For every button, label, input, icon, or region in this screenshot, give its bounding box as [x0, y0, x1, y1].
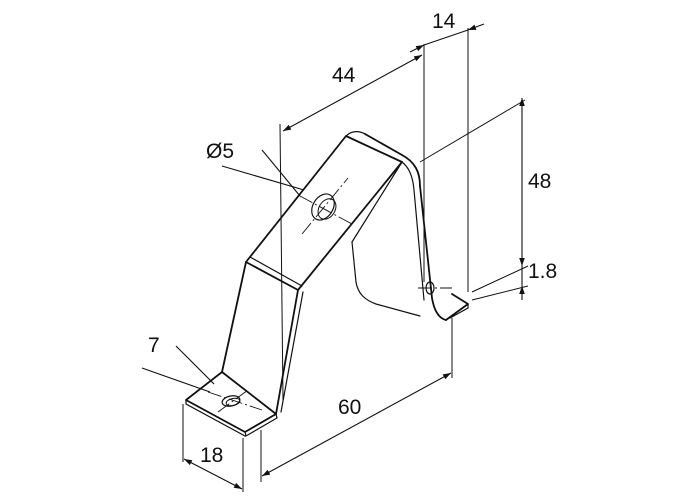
dim-label-hole-top: Ø5: [206, 140, 234, 163]
dimension-lines: [141, 23, 525, 490]
dim-label-18: 18: [200, 444, 223, 467]
dim-label-44: 44: [332, 64, 356, 87]
bracket-part: [185, 131, 469, 437]
bottom-hole: [221, 395, 241, 407]
top-fold: [364, 133, 421, 187]
dim-label-14: 14: [432, 10, 456, 33]
left-leg: [221, 261, 299, 415]
dim-line-14: [409, 44, 425, 53]
dim-label-60: 60: [338, 396, 361, 419]
right-foot: [445, 293, 469, 321]
right-leg: [419, 185, 447, 321]
dim-line-hole-bottom: [141, 367, 211, 393]
dim-line-60: [261, 372, 452, 477]
dim-line-hole-top: [221, 165, 305, 191]
center-lines: [207, 177, 452, 413]
extension-lines: [182, 28, 529, 492]
dim-line-18: [183, 458, 243, 490]
left-foot: [185, 371, 277, 433]
dim-label-1-8: 1.8: [528, 260, 557, 283]
inclined-web: [245, 135, 403, 291]
dim-label-48: 48: [528, 170, 551, 193]
dim-line-44: [282, 54, 423, 132]
top-hole: [311, 193, 337, 221]
dim-label-hole-bottom: 7: [148, 334, 160, 357]
